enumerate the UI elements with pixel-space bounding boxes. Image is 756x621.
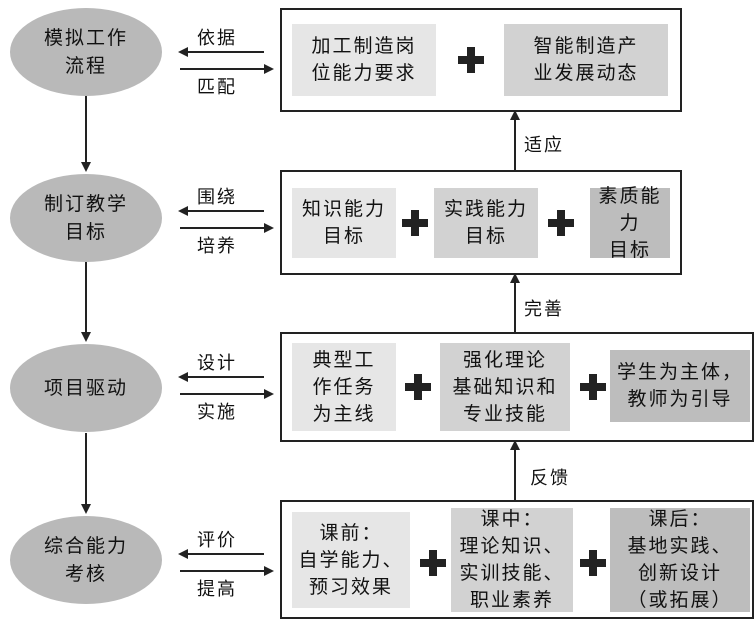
connector-label-cultivate: 培养 [197, 236, 237, 257]
stage-set-teaching-goals: 制订教学 目标 [10, 174, 162, 262]
plus-icon [580, 550, 606, 576]
plus-icon [402, 210, 428, 236]
plus-icon [458, 47, 484, 73]
row-2-box-knowledge-goal: 知识能力 目标 [292, 188, 396, 258]
row-2-box-practice-goal: 实践能力 目标 [434, 188, 538, 258]
vertical-label-improve: 完善 [524, 299, 564, 320]
vertical-label-feedback: 反馈 [530, 468, 570, 489]
connector-label-evaluate: 评价 [197, 530, 237, 551]
row-3-box-student-centered: 学生为主体， 教师为引导 [610, 350, 750, 422]
connector-label-implement: 实施 [197, 402, 237, 423]
row-3-box-typical-tasks: 典型工 作任务 为主线 [292, 343, 396, 431]
row-3-box-theory-skills: 强化理论 基础知识和 专业技能 [440, 343, 570, 431]
plus-icon [548, 210, 574, 236]
row-4-box-in-class: 课中： 理论知识、 实训技能、 职业素养 [451, 508, 573, 612]
row-4-box-before-class: 课前： 自学能力、 预习效果 [292, 512, 410, 608]
row-1-box-industry-trends: 智能制造产 业发展动态 [504, 24, 668, 96]
vertical-label-adapt: 适应 [524, 135, 564, 156]
stage-project-driven: 项目驱动 [10, 344, 162, 432]
plus-icon [580, 374, 606, 400]
stage-simulate-workflow: 模拟工作 流程 [10, 8, 162, 96]
connector-label-basis: 依据 [197, 28, 237, 49]
row-2-box-quality-goal: 素质能力 目标 [590, 185, 670, 261]
connector-label-improve: 提高 [197, 579, 237, 600]
connector-label-around: 围绕 [197, 187, 237, 208]
connector-label-match: 匹配 [197, 77, 237, 98]
row-1-box-job-requirements: 加工制造岗 位能力要求 [292, 24, 436, 96]
row-4-box-after-class: 课后： 基地实践、 创新设计 （或拓展） [610, 508, 750, 612]
plus-icon [405, 374, 431, 400]
connector-label-design: 设计 [197, 353, 237, 374]
plus-icon [420, 550, 446, 576]
stage-comprehensive-assessment: 综合能力 考核 [10, 516, 162, 604]
